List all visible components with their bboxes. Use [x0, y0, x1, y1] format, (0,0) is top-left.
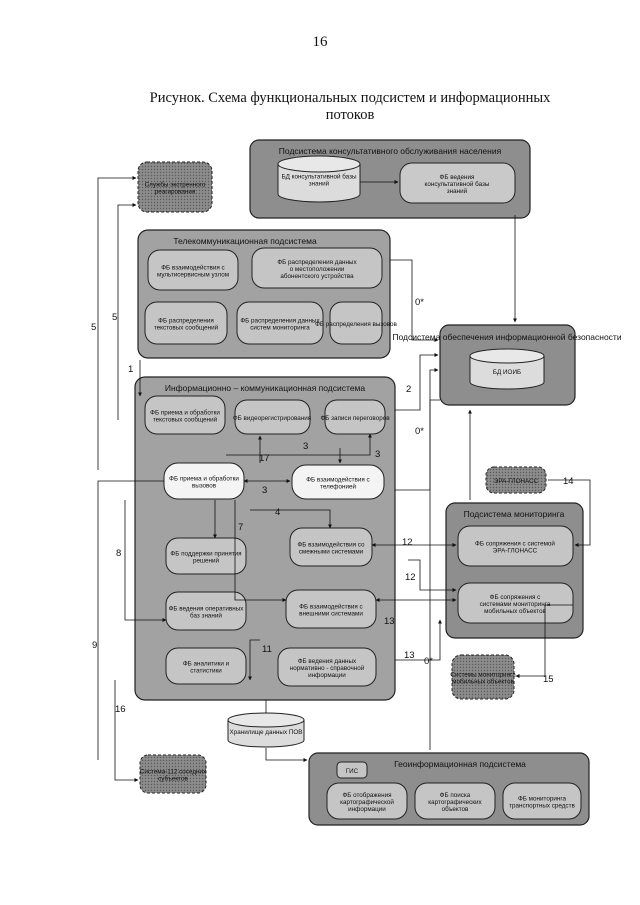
fb-text-box — [144, 395, 226, 435]
geo-fb2-box — [414, 782, 496, 820]
flow-0a: 0* — [415, 297, 424, 308]
storage-label: Хранилище данных ПОВ — [230, 729, 303, 736]
flow-13b: 13 — [404, 650, 415, 661]
figure-title-line2: потоков — [325, 107, 375, 123]
gis-box — [336, 761, 368, 779]
monitoring-fb1-box — [457, 525, 574, 567]
flow-numbers: 5 5 1 0* 2 0* 17 3 3 3 4 7 8 12 12 13 13… — [91, 297, 574, 715]
flow-16: 16 — [115, 704, 126, 715]
fb-video-box — [234, 399, 311, 435]
flow-3a: 3 — [303, 441, 308, 452]
monitoring-fb2-box — [457, 582, 574, 624]
fb-video-label: ФБ видеорегистрирования — [233, 415, 311, 422]
consult-fb-box — [399, 162, 516, 204]
telecom-fb2-box — [251, 247, 383, 289]
monitoring-subsystem: Подсистема мониторинга ФБ сопряжения с с… — [445, 502, 584, 639]
flow-lines — [97, 176, 591, 782]
telecom-fb5-box — [329, 301, 383, 345]
geo-subsystem: Геоинформационная подсистема ГИС ФБ отоб… — [308, 752, 590, 826]
figure-title: Рисунок. Схема функциональных подсистем … — [120, 90, 580, 124]
flow-12a: 12 — [402, 537, 413, 548]
flow-3c: 3 — [262, 485, 267, 496]
fb-audio-box — [324, 399, 386, 435]
flow-2: 2 — [406, 384, 411, 395]
security-header: Подсистема обеспечения информационной бе… — [392, 332, 621, 342]
flow-5b: 5 — [112, 312, 117, 323]
flow-7: 7 — [238, 522, 243, 533]
infocomm-header: Информационно – коммуникационная подсист… — [165, 383, 366, 393]
security-subsystem: Подсистема обеспечения информационной бе… — [392, 324, 622, 406]
flow-0c: 0* — [424, 656, 433, 667]
telecom-header: Телекоммуникационная подсистема — [173, 236, 317, 246]
flow-12b: 12 — [405, 572, 416, 583]
page-number: 16 — [312, 34, 328, 50]
flow-13a: 13 — [384, 616, 395, 627]
data-storage: Хранилище данных ПОВ — [227, 712, 305, 748]
flow-3b: 3 — [375, 449, 380, 460]
flow-0b: 0* — [415, 426, 424, 437]
flow-9: 9 — [92, 640, 97, 651]
era-glonass-label: ЭРА-ГЛОНАСС — [494, 478, 539, 485]
gis-label: ГИС — [346, 768, 359, 775]
fb-external-box — [285, 589, 377, 629]
flow-5a: 5 — [91, 322, 96, 333]
geo-fb3-box — [502, 782, 582, 820]
fb-analytics-box — [165, 647, 247, 685]
monitoring-header: Подсистема мониторинга — [464, 509, 565, 519]
fb-audio-label: ФБ записи переговоров — [320, 415, 390, 422]
flow-1: 1 — [128, 364, 133, 375]
telecom-fb3-box — [144, 301, 228, 345]
geo-fb1-box — [326, 782, 408, 820]
security-db-label: БД ИОИБ — [493, 369, 521, 376]
flow-15: 15 — [543, 674, 554, 685]
flow-8: 8 — [116, 548, 121, 559]
era-glonass: ЭРА-ГЛОНАСС — [485, 466, 547, 494]
flow-17: 17 — [259, 453, 270, 464]
geo-header: Геоинформационная подсистема — [394, 759, 526, 769]
flow-11: 11 — [262, 644, 272, 655]
telecom-fb4-box — [236, 301, 324, 345]
telecom-fb1-box — [147, 249, 239, 291]
infocomm-subsystem: Информационно – коммуникационная подсист… — [134, 376, 396, 701]
telecom-subsystem: Телекоммуникационная подсистема ФБ взаим… — [137, 229, 398, 359]
fb-opbase-box — [165, 591, 247, 631]
fb-phone-box — [291, 464, 385, 500]
consult-subsystem: Подсистема консультативного обслуживания… — [249, 139, 531, 219]
flow-14: 14 — [563, 476, 574, 487]
flow-4: 4 — [275, 507, 280, 518]
figure-title-line1: Рисунок. Схема функциональных подсистем … — [149, 90, 551, 106]
fb-normative-box — [277, 647, 377, 687]
consult-header: Подсистема консультативного обслуживания… — [279, 146, 502, 156]
fb-decision-box — [165, 537, 247, 575]
telecom-fb5-label: ФБ распределения вызовов — [315, 321, 397, 328]
